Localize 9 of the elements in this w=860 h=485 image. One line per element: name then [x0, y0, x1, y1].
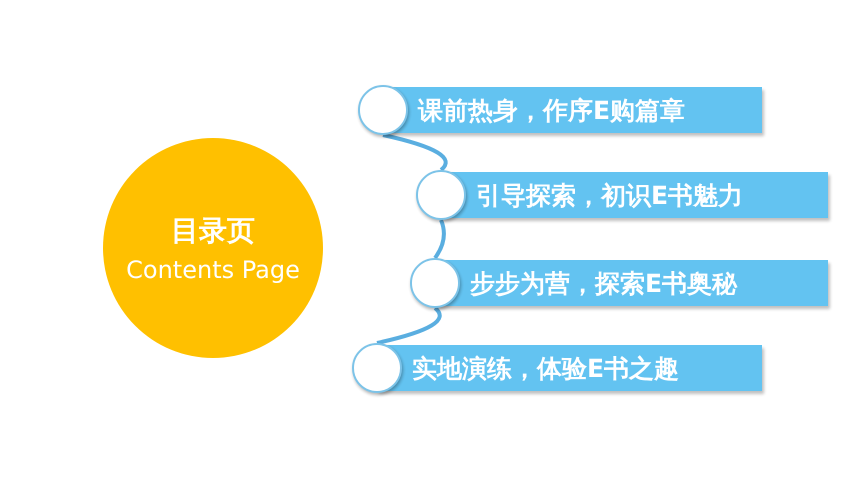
item-text: 课前热身，作序E购篇章 — [418, 94, 686, 126]
heading-text: 目录页 — [171, 213, 255, 249]
connector-line — [376, 306, 442, 345]
subheading-text: Contents Page — [126, 256, 300, 284]
item-text: 实地演练，体验E书之趣 — [412, 352, 680, 384]
connector-line — [433, 219, 446, 260]
item-text: 步步为营，探索E书奥秘 — [470, 268, 738, 300]
connector-line — [382, 133, 448, 172]
item-text: 引导探索，初识E书魅力 — [476, 180, 744, 212]
